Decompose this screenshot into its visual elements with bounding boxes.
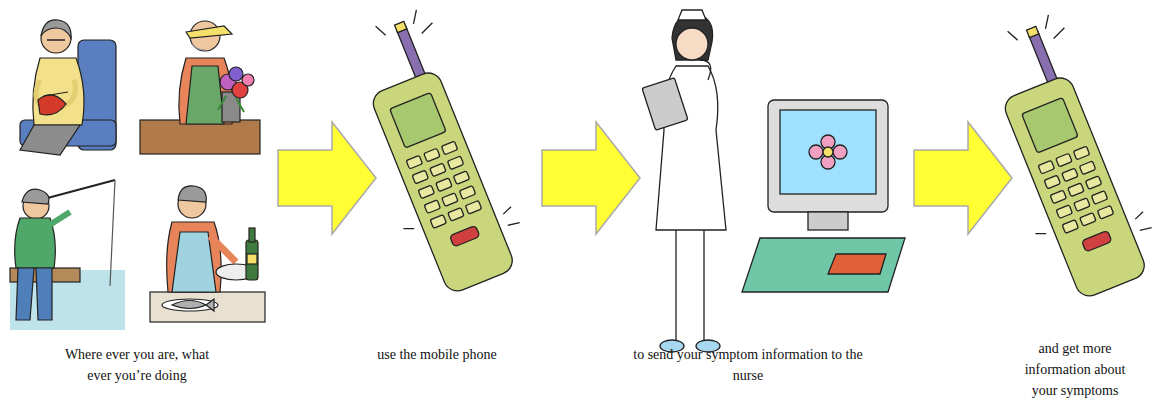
mobile-phone (329, 4, 535, 302)
caption: to send your symptom information to the … (632, 344, 864, 386)
caption-box: Where ever you are, what ever you’re doi… (62, 344, 212, 386)
cooking-person (150, 186, 265, 322)
caption-box: and get more information about your symp… (1015, 338, 1135, 401)
caption-box: use the mobile phone (352, 344, 522, 365)
mobile-phone (961, 9, 1157, 307)
fishing-person (10, 180, 125, 330)
caption: Where ever you are, what ever you’re doi… (62, 344, 212, 386)
flow-arrow (542, 122, 640, 234)
flow-arrow (914, 122, 1012, 234)
nurse (642, 10, 726, 352)
sewing-person (20, 20, 116, 155)
caption: and get more information about your symp… (1015, 338, 1135, 401)
caption: use the mobile phone (352, 344, 522, 365)
caption-box: to send your symptom information to the … (632, 344, 864, 386)
flow-arrow (278, 122, 376, 234)
gardening-person (140, 21, 260, 154)
computer (742, 100, 905, 292)
